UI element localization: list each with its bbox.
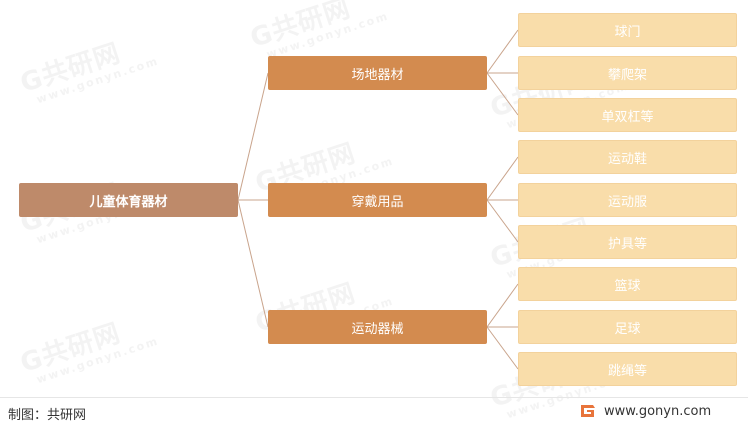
connector-category-3-to-item-1 xyxy=(486,283,519,328)
item-node: 攀爬架 xyxy=(518,56,737,90)
item-node: 单双杠等 xyxy=(518,98,737,132)
item-node: 足球 xyxy=(518,310,737,344)
connector-category-1-to-item-3 xyxy=(486,72,519,116)
connector-root-to-category-3 xyxy=(237,199,269,328)
item-node: 球门 xyxy=(518,13,737,47)
item-node: 跳绳等 xyxy=(518,352,737,386)
source-credit: 制图：共研网 xyxy=(8,408,87,423)
category-node-site-equipment: 场地器材 xyxy=(268,56,487,90)
category-node-wearables: 穿戴用品 xyxy=(268,183,487,217)
item-node: 运动鞋 xyxy=(518,140,737,174)
connector-root-to-category-1 xyxy=(237,72,269,201)
footer-divider xyxy=(0,397,748,398)
item-node: 篮球 xyxy=(518,267,737,301)
item-node: 护具等 xyxy=(518,225,737,259)
root-node: 儿童体育器材 xyxy=(19,183,238,217)
site-link[interactable]: www.gonyn.com xyxy=(578,402,711,420)
connector-category-1-to-item-1 xyxy=(486,29,519,74)
item-node: 运动服 xyxy=(518,183,737,217)
connector-category-3-to-item-3 xyxy=(486,326,519,370)
connector-category-2-to-item-1 xyxy=(486,156,519,201)
gonyn-logo-icon xyxy=(581,405,595,417)
connector-category-2-to-item-3 xyxy=(486,199,519,243)
site-url[interactable]: www.gonyn.com xyxy=(604,403,712,419)
category-node-sports-apparatus: 运动器械 xyxy=(268,310,487,344)
